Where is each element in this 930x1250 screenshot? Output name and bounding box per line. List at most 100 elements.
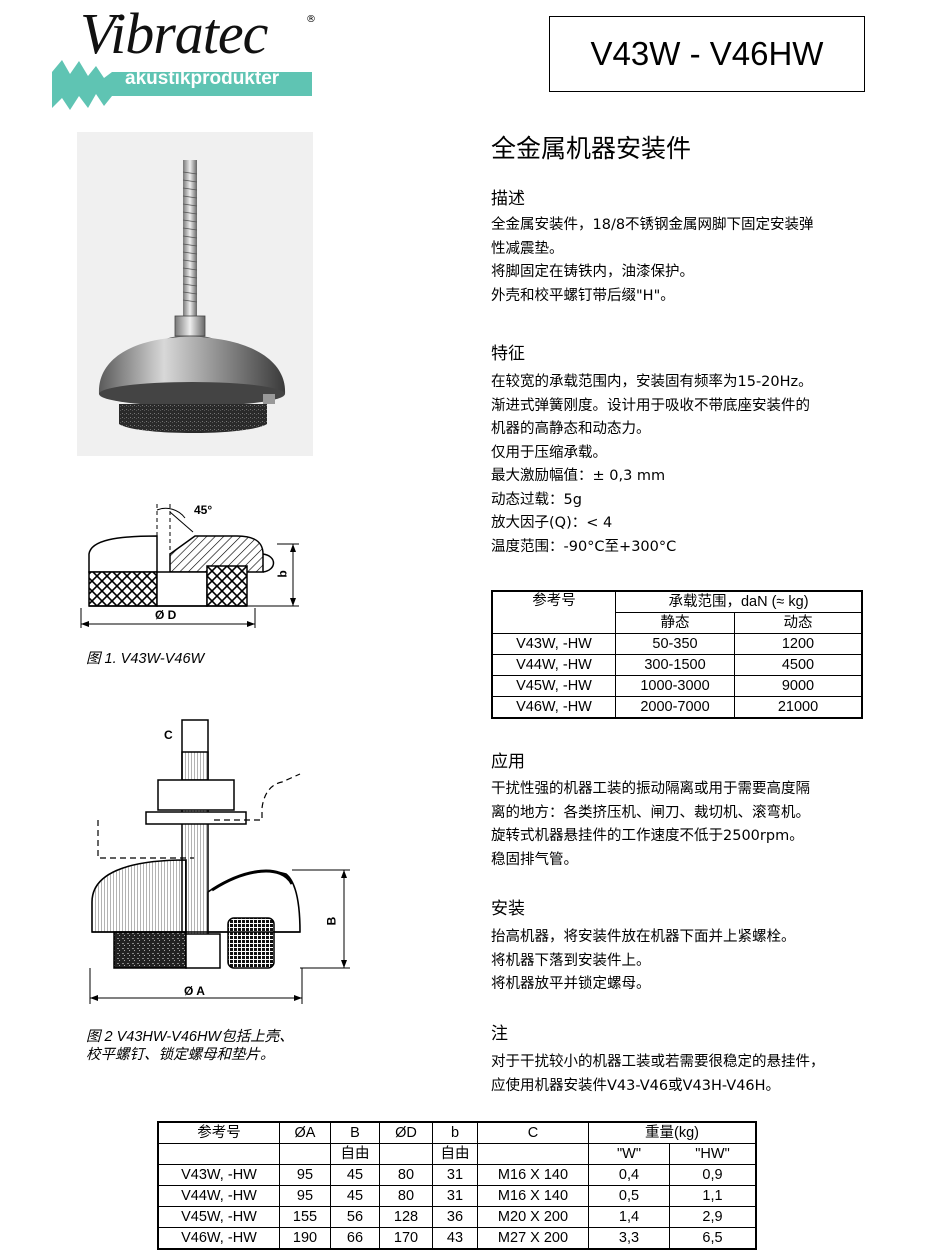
text-line: 抬高机器，将安装件放在机器下面并上紧螺栓。 (491, 929, 796, 945)
table-cell: 95 (279, 1185, 331, 1207)
text-line: 性减震垫。 (491, 240, 564, 257)
text-line: 应使用机器安装件V43-V46或V43H-V46H。 (491, 1077, 781, 1094)
fig1-angle-label: 45° (194, 503, 213, 517)
table-cell: 6,5 (669, 1227, 757, 1250)
figure-2-caption-line1: 图 2 V43HW-V46HW包括上壳、 (86, 1029, 294, 1045)
application-heading: 应用 (491, 752, 525, 772)
text-line: 将机器下落到安装件上。 (491, 952, 651, 969)
table-cell: 0,9 (669, 1164, 757, 1186)
text-line: 将机器放平并锁定螺母。 (491, 976, 651, 992)
table-cell: 自由 (330, 1143, 380, 1165)
figure-2-caption-line2: 校平螺钉、锁定螺母和垫片。 (86, 1047, 275, 1063)
load-table-header-dynamic: 动态 (734, 612, 863, 634)
table-cell: V46W, -HW (157, 1227, 280, 1250)
table-cell: 45 (330, 1164, 380, 1186)
description-body: 全金属安装件，18/8不锈钢金属网脚下固定安装弹 性减震垫。 将脚固定在铸铁内，… (491, 214, 881, 308)
figure-1-drawing (80, 504, 299, 628)
table-cell: 95 (279, 1164, 331, 1186)
fig2-dim-c: C (164, 728, 173, 742)
table-cell: V43W, -HW (157, 1164, 280, 1186)
note-body: 对于干扰较小的机器工装或若需要很稳定的悬挂件， 应使用机器安装件V43-V46或… (491, 1051, 881, 1098)
text-line: 全金属安装件，18/8不锈钢金属网脚下固定安装弹 (491, 217, 814, 233)
table-cell: V45W, -HW (157, 1206, 280, 1228)
text-line: 干扰性强的机器工装的振动隔离或用于需要高度隔 (491, 781, 810, 797)
fig2-dim-a: Ø A (184, 984, 205, 998)
table-cell: 0,5 (588, 1185, 670, 1207)
table-cell: 190 (279, 1227, 331, 1250)
table-cell: 56 (330, 1206, 380, 1228)
load-range-table: 参考号 承载范围，daN (≈ kg) 静态 动态 V43W, -HW 50-3… (491, 590, 863, 719)
text-line: 离的地方：各类挤压机、闸刀、裁切机、滚弯机。 (491, 804, 810, 821)
installation-body: 抬高机器，将安装件放在机器下面并上紧螺栓。 将机器下落到安装件上。 将机器放平并… (491, 926, 881, 997)
table-cell: 80 (379, 1185, 433, 1207)
text-line: 渐进式弹簧刚度。设计用于吸收不带底座安装件的 (491, 397, 810, 414)
figure-1-caption: 图 1. V43W-V46W (86, 651, 205, 667)
table-cell: V46W, -HW (491, 696, 616, 719)
load-table-header-range: 承载范围，daN (≈ kg) (615, 590, 863, 613)
table-cell: 4500 (734, 654, 863, 676)
table-cell: M20 X 200 (477, 1206, 589, 1228)
table-cell (379, 1143, 433, 1165)
table-cell: "HW" (669, 1143, 757, 1165)
table-cell: 80 (379, 1164, 433, 1186)
application-body: 干扰性强的机器工装的振动隔离或用于需要高度隔 离的地方：各类挤压机、闸刀、裁切机… (491, 778, 881, 872)
model-number: V43W - V46HW (549, 16, 865, 92)
text-line: 仅用于压缩承载。 (491, 444, 607, 461)
table-cell: 1200 (734, 633, 863, 655)
table-cell: 21000 (734, 696, 863, 719)
table-cell: 128 (379, 1206, 433, 1228)
table-row: V44W, -HW 95 45 80 31 M16 X 140 0,5 1,1 (157, 1185, 757, 1207)
table-cell: 66 (330, 1227, 380, 1250)
features-body: 在较宽的承载范围内，安装固有频率为15-20Hz。 渐进式弹簧刚度。设计用于吸收… (491, 371, 881, 559)
table-cell: V45W, -HW (491, 675, 616, 697)
text-line: 外壳和校平螺钉带后缀"H"。 (491, 287, 675, 304)
text-line: 温度范围：-90°C至+300°C (491, 538, 677, 555)
text-line: 放大因子(Q)：< 4 (491, 515, 613, 531)
table-row: V46W, -HW 2000-7000 21000 (491, 696, 863, 719)
load-table-header-static: 静态 (615, 612, 735, 634)
figure-2-drawing (89, 719, 350, 1004)
table-row: V44W, -HW 300-1500 4500 (491, 654, 863, 676)
dim-header-small-b: b (432, 1121, 478, 1144)
table-cell: 1,1 (669, 1185, 757, 1207)
table-cell: V43W, -HW (491, 633, 616, 655)
table-cell: "W" (588, 1143, 670, 1165)
table-cell: M16 X 140 (477, 1185, 589, 1207)
table-cell: 3,3 (588, 1227, 670, 1250)
table-cell: 1,4 (588, 1206, 670, 1228)
text-line: 在较宽的承载范围内，安装固有频率为15-20Hz。 (491, 374, 813, 390)
table-row: V43W, -HW 50-350 1200 (491, 633, 863, 655)
description-heading: 描述 (491, 189, 525, 209)
dimension-table: 参考号 ØA B ØD b C 重量(kg) 自由 自由 "W" "HW" V4… (157, 1121, 757, 1250)
table-cell: 9000 (734, 675, 863, 697)
dim-header-weight: 重量(kg) (588, 1121, 757, 1144)
table-cell: 36 (432, 1206, 478, 1228)
table-cell: 1000-3000 (615, 675, 735, 697)
table-cell: M27 X 200 (477, 1227, 589, 1250)
table-cell: 170 (379, 1227, 433, 1250)
fig1-dim-d: Ø D (155, 608, 177, 622)
text-line: 将脚固定在铸铁内，油漆保护。 (491, 264, 694, 280)
dim-header-d: ØD (379, 1121, 433, 1144)
table-cell: 自由 (432, 1143, 478, 1165)
table-row: V45W, -HW 155 56 128 36 M20 X 200 1,4 2,… (157, 1206, 757, 1228)
table-cell: 45 (330, 1185, 380, 1207)
text-line: 动态过载：5g (491, 491, 582, 508)
table-cell: 155 (279, 1206, 331, 1228)
dim-header-c: C (477, 1121, 589, 1144)
table-row: V43W, -HW 95 45 80 31 M16 X 140 0,4 0,9 (157, 1164, 757, 1186)
table-cell (477, 1143, 589, 1165)
table-cell (279, 1143, 331, 1165)
logo-wave-band (52, 60, 312, 110)
table-cell: M16 X 140 (477, 1164, 589, 1186)
table-cell: V44W, -HW (157, 1185, 280, 1207)
table-cell: 2000-7000 (615, 696, 735, 719)
table-row: V45W, -HW 1000-3000 9000 (491, 675, 863, 697)
dim-header-ref: 参考号 (157, 1121, 280, 1144)
text-line: 稳固排气管。 (491, 851, 578, 868)
table-cell: 2,9 (669, 1206, 757, 1228)
table-cell: V44W, -HW (491, 654, 616, 676)
brand-subtitle: akustikprodukter (125, 68, 280, 89)
fig2-dim-b: B (324, 916, 339, 926)
table-cell: 300-1500 (615, 654, 735, 676)
